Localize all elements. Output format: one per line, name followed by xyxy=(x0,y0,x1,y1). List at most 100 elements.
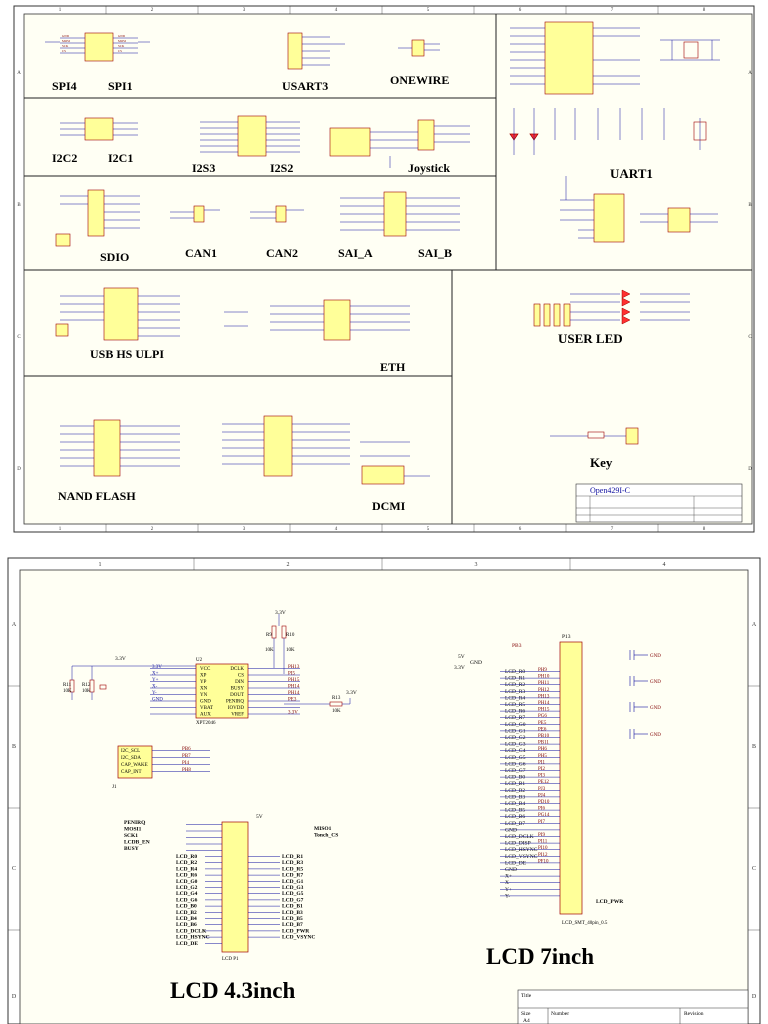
svg-text:MOSI: MOSI xyxy=(62,39,70,43)
svg-text:A4: A4 xyxy=(523,1018,530,1024)
can-block: CAN1 CAN2 xyxy=(170,205,304,260)
u2-right-pin: BUSY xyxy=(231,687,245,692)
top-title-text: Open429I-C xyxy=(590,486,630,495)
p1-right-label: LCD_B1 xyxy=(282,904,303,910)
onewire-header: ONEWIRE xyxy=(390,39,449,87)
p13-signal-label: LCD_B0 xyxy=(505,775,525,781)
p1-left-label: LCD_G6 xyxy=(176,897,198,903)
p13-net: PH15 xyxy=(538,708,550,713)
svg-text:SCK: SCK xyxy=(118,44,125,48)
label-spi1: SPI1 xyxy=(108,79,133,93)
u2-left-pin: XP xyxy=(200,674,207,679)
p13-net: PG6 xyxy=(538,714,547,719)
svg-text:R10: R10 xyxy=(286,633,295,638)
svg-text:3: 3 xyxy=(475,562,478,568)
p13-signal-label: LCD_VSYNC xyxy=(505,854,538,860)
u2-left-net: X+ xyxy=(152,672,159,677)
p13-net: PB10 xyxy=(538,734,550,739)
svg-text:5: 5 xyxy=(427,527,430,532)
j1-pin-label: I2C_SDA xyxy=(121,756,141,761)
p1-right-label: LCD_B7 xyxy=(282,922,303,928)
svg-text:1: 1 xyxy=(59,8,62,13)
label-usart3: USART3 xyxy=(282,79,328,93)
u2-left-net: Y- xyxy=(152,691,157,696)
p1-right-label: LCD_B5 xyxy=(282,916,303,922)
svg-text:GND: GND xyxy=(62,34,70,38)
u2-left-net: Y+ xyxy=(152,678,159,683)
svg-text:8: 8 xyxy=(703,527,706,532)
p1-right-label: LCD_R3 xyxy=(282,860,303,866)
key-block: Key xyxy=(550,427,639,470)
p13-signal-label: LCD_DISP xyxy=(505,841,531,847)
p13-net: PH12 xyxy=(538,688,550,693)
top-title-block: Open429I-C xyxy=(575,483,743,523)
user-led-block: USER LED xyxy=(533,289,690,346)
svg-text:XPT2046: XPT2046 xyxy=(196,721,216,726)
p1-left-label: LCD_R0 xyxy=(176,854,197,860)
top-sheet: 1 2 3 4 5 6 7 8 1 2 3 4 5 6 7 8 A B C D … xyxy=(13,5,755,533)
svg-text:2: 2 xyxy=(151,527,154,532)
p1-left-label: LCD_G0 xyxy=(176,879,198,885)
label-sai-a: SAI_A xyxy=(338,246,373,260)
svg-text:Revision: Revision xyxy=(684,1011,704,1017)
label-i2s2: I2S2 xyxy=(270,161,293,175)
u2-left-pin: AUX xyxy=(200,713,211,718)
svg-text:A: A xyxy=(17,71,21,76)
bottom-sheet: 1 2 3 4 A B C D A B C D U2 XPT2046 xyxy=(7,557,761,1024)
svg-text:GND: GND xyxy=(650,706,661,711)
svg-text:LCD P1: LCD P1 xyxy=(222,957,239,962)
svg-text:R11: R11 xyxy=(63,683,72,688)
p1-header-net: SCK1 xyxy=(124,833,138,839)
svg-text:GND: GND xyxy=(118,34,126,38)
svg-text:C: C xyxy=(748,335,752,340)
p1-left-label: LCD_B4 xyxy=(176,916,197,922)
u2-right-net: 3.3V xyxy=(288,711,298,716)
p13-net: PH5 xyxy=(538,754,547,759)
svg-text:CS: CS xyxy=(62,49,66,53)
p13-signal-label: LCD_B6 xyxy=(505,814,525,820)
label-can2: CAN2 xyxy=(266,246,298,260)
u2-right-pin: CS xyxy=(238,674,244,679)
svg-text:4: 4 xyxy=(663,562,666,568)
p13-net: PE5 xyxy=(538,721,547,726)
p1-left-label: LCD_R4 xyxy=(176,866,197,872)
u2-right-pin: PENIRQ xyxy=(226,700,244,705)
u2-right-net: PH14 xyxy=(288,685,300,690)
p13-signal-label: LCD_R1 xyxy=(505,676,525,682)
eth-block: ETH xyxy=(224,299,410,374)
u2-right-net: PE3 xyxy=(288,698,297,703)
p13-signal-label: LCD_G4 xyxy=(505,748,526,754)
sdio-block: SDIO xyxy=(55,189,140,264)
lcd43-title: LCD 4.3inch xyxy=(170,978,295,1003)
p13-connector: P13 LCD_SMT_40pin_0.5 LCD_PWR PB3 5V 3.3… xyxy=(454,634,661,926)
u2-right-net: PI5 xyxy=(288,672,295,677)
u2-left-pin: VCC xyxy=(200,667,211,672)
p1-right-label: LCD_R7 xyxy=(282,873,303,879)
svg-text:D: D xyxy=(752,994,757,1000)
p13-signal-label: GND xyxy=(505,827,517,833)
svg-text:C: C xyxy=(12,866,16,872)
p13-signal-label: LCD_R5 xyxy=(505,702,525,708)
label-joystick: Joystick xyxy=(408,161,450,175)
j1-net: PB6 xyxy=(182,747,191,752)
p1-right-label: LCD_G1 xyxy=(282,879,304,885)
j1-net: PB7 xyxy=(182,754,191,759)
svg-text:3.3V: 3.3V xyxy=(115,656,126,662)
p13-signal-label: X+ xyxy=(505,874,512,880)
u2-right-pin: DCLK xyxy=(230,667,244,672)
usb-hs-ulpi-block: USB HS ULPI xyxy=(55,287,180,361)
u2-left-pin: VBAT xyxy=(200,706,213,711)
i2s-header: I2S3 I2S2 xyxy=(192,115,300,175)
svg-text:1: 1 xyxy=(99,562,102,568)
svg-text:GND: GND xyxy=(650,654,661,659)
svg-text:8: 8 xyxy=(703,8,706,13)
p13-signal-label: LCD_DCLK xyxy=(505,834,534,840)
uart1-block: UART1 xyxy=(509,21,720,181)
p13-signal-label: LCD_B5 xyxy=(505,808,525,814)
svg-text:10K: 10K xyxy=(332,709,341,714)
u2-right-pin: IOVDD xyxy=(228,706,244,711)
p1-right-label: LCD_G7 xyxy=(282,897,304,903)
p1-right-label: LCD_G5 xyxy=(282,891,304,897)
